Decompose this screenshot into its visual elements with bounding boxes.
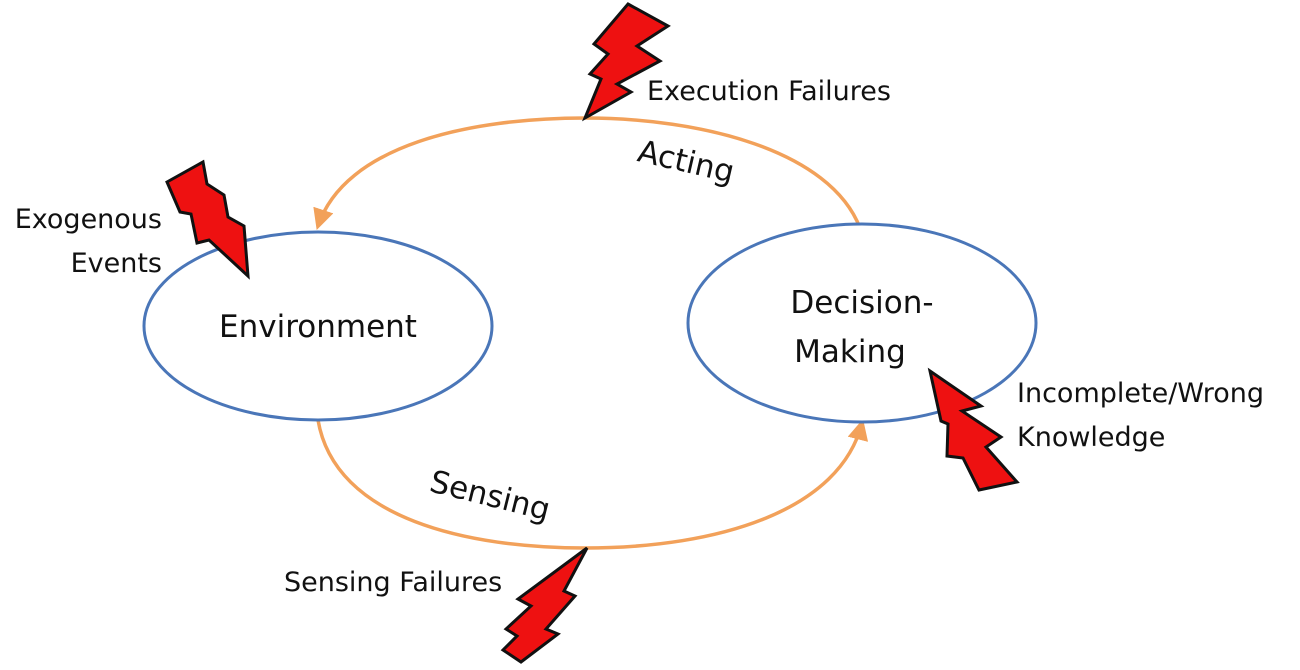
lightning-bolt-icon <box>927 367 1020 492</box>
exogenous-events-label-line1: Exogenous <box>15 204 162 235</box>
incomplete-knowledge-label-line2: Knowledge <box>1017 422 1165 453</box>
sensing-label: Sensing <box>426 464 554 529</box>
sensing-arc <box>316 418 869 550</box>
incomplete-knowledge-label-line1: Incomplete/Wrong <box>1017 378 1264 409</box>
lightning-bolt-icon <box>500 546 589 664</box>
lightning-bolt-icon <box>165 159 250 280</box>
execution-failures-label: Execution Failures <box>647 76 891 107</box>
decision-making-node <box>686 222 1038 424</box>
exogenous-events-label-line2: Events <box>71 248 162 279</box>
decision-making-label-line1: Decision- <box>790 285 933 321</box>
decision-making-label-line2: Making <box>794 334 906 370</box>
environment-label: Environment <box>219 309 417 345</box>
sensing-failures-label: Sensing Failures <box>284 567 502 598</box>
environment-node <box>142 230 494 422</box>
acting-label: Acting <box>634 133 737 190</box>
acting-arc <box>313 116 862 230</box>
lightning-bolt-icon <box>581 2 671 122</box>
